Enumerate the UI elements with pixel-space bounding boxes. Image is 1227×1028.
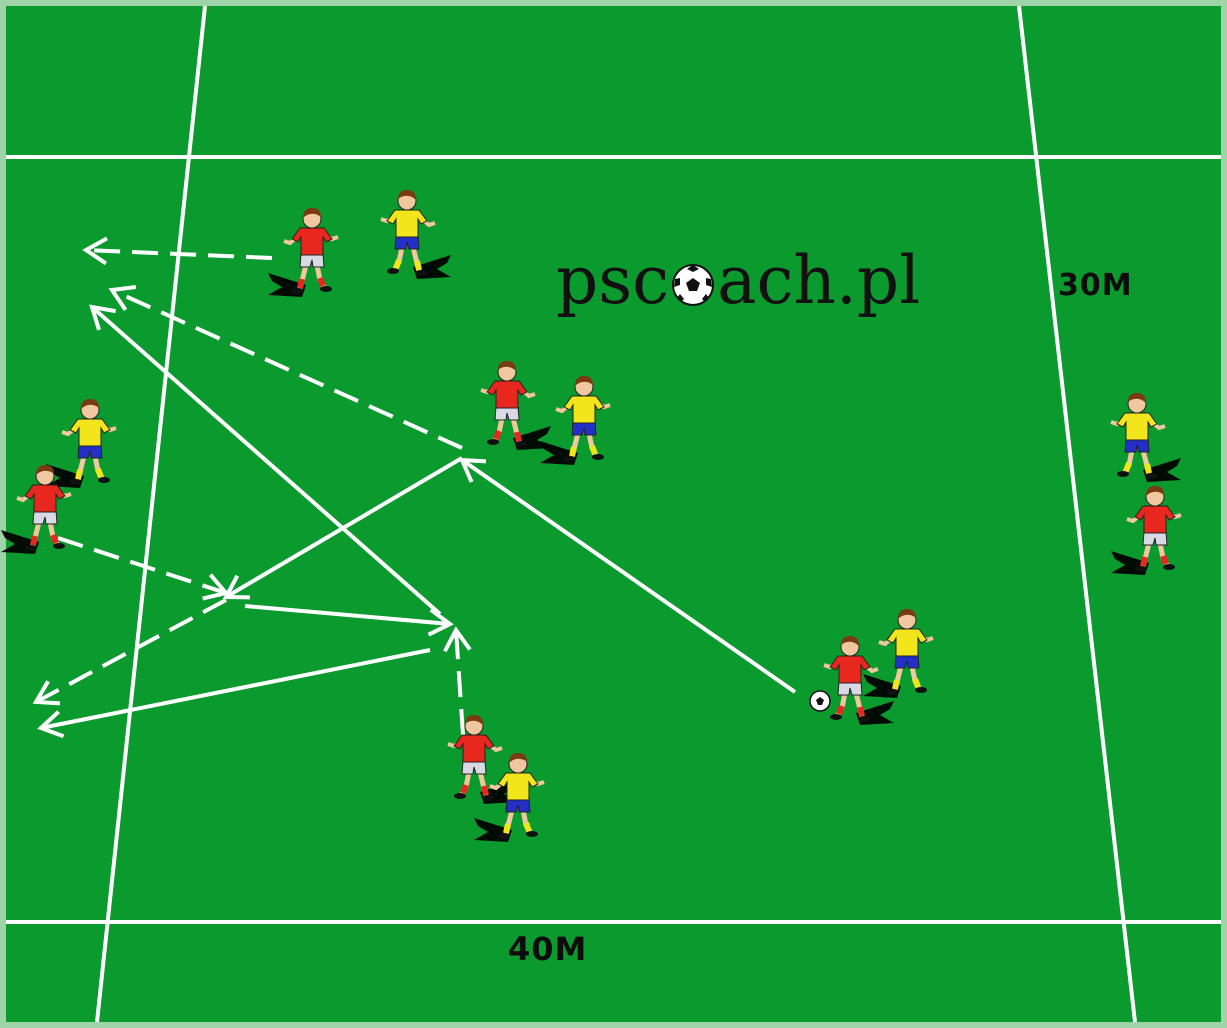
run-arrow (57, 536, 230, 601)
yellow-player (863, 609, 934, 698)
soccer-ball-icon (809, 690, 831, 712)
watermark-text-start: psc (556, 242, 670, 319)
soccer-ball-icon (672, 264, 715, 306)
grid-line-left (95, 5, 207, 1023)
run-arrow (443, 626, 472, 736)
red-player (1, 465, 72, 554)
red-player (268, 208, 339, 297)
red-player-with-ball (809, 636, 894, 725)
pass-arrow (244, 604, 454, 637)
pass-arrow (89, 304, 442, 616)
pitch-lines (6, 5, 1221, 1023)
yellow-player (1110, 393, 1181, 482)
watermark-text-end: ach.pl (717, 242, 921, 319)
red-player (1111, 486, 1182, 575)
pitch-grass (6, 6, 1221, 1022)
players (1, 190, 1182, 842)
watermark-logo: psc ach.pl (556, 248, 920, 314)
yellow-player (380, 190, 451, 279)
run-arrow (32, 598, 227, 706)
pitch-width-label: 40M (508, 930, 588, 968)
movement-arrows (32, 236, 797, 739)
yellow-player (46, 399, 117, 488)
run-arrow (82, 236, 273, 266)
red-player (480, 361, 551, 450)
run-arrow (108, 285, 463, 450)
pitch-height-label: 30M (1058, 268, 1133, 303)
yellow-player (474, 753, 545, 842)
grid-line-right (1017, 5, 1137, 1023)
pass-arrow (37, 648, 431, 739)
yellow-player (540, 376, 611, 465)
